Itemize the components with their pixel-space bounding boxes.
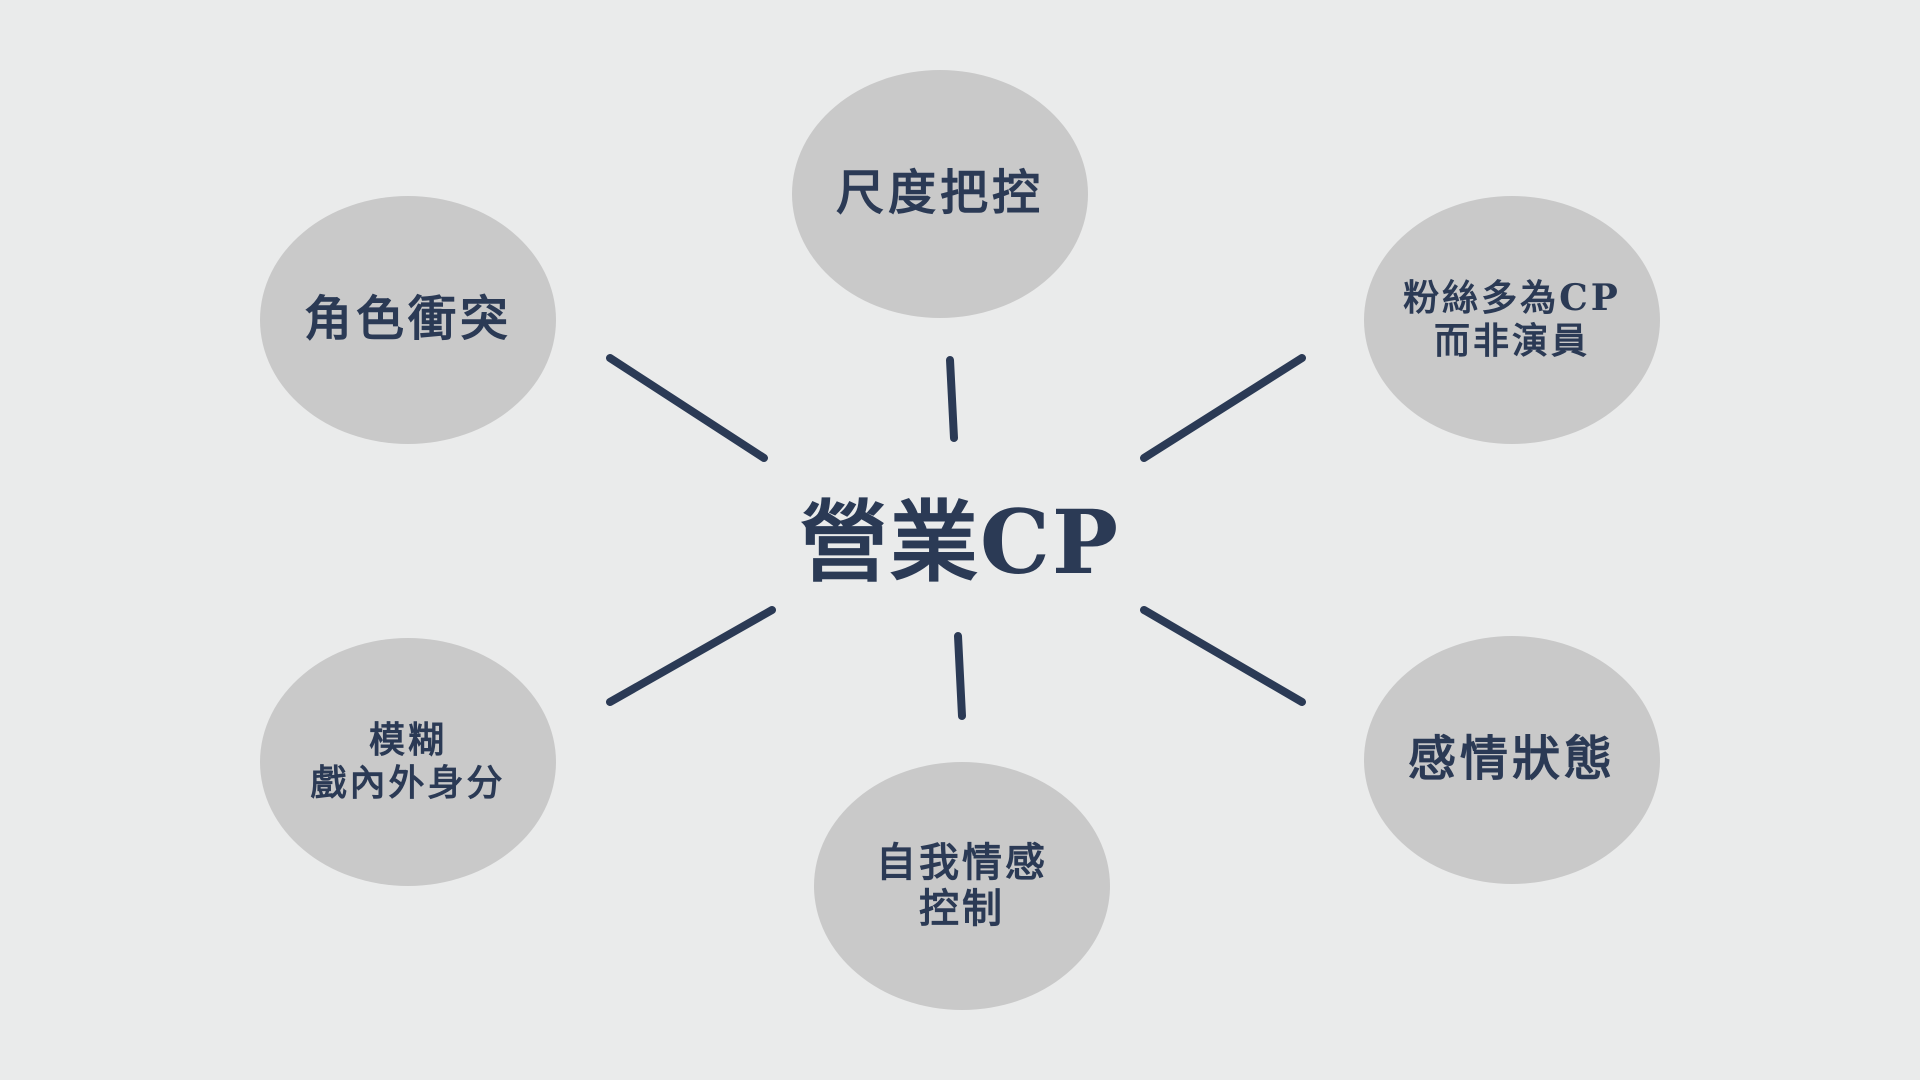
node-bottom: 自我情感 控制 <box>814 762 1110 1010</box>
node-lower-right-label: 感情狀態 <box>1407 731 1616 788</box>
connector-top <box>946 356 958 442</box>
node-top-label: 尺度把控 <box>835 165 1044 222</box>
connector-upper-right <box>1140 354 1306 462</box>
node-bottom-label: 自我情感 控制 <box>876 839 1048 932</box>
node-upper-right: 粉絲多為CP 而非演員 <box>1364 196 1660 444</box>
connector-bottom <box>954 632 966 720</box>
connector-upper-left <box>606 354 768 462</box>
node-upper-left: 角色衝突 <box>260 196 556 444</box>
node-lower-right: 感情狀態 <box>1364 636 1660 884</box>
node-top: 尺度把控 <box>792 70 1088 318</box>
center-title: 營業CP <box>799 489 1121 594</box>
connector-lower-right <box>1140 606 1306 706</box>
node-upper-right-label: 粉絲多為CP 而非演員 <box>1403 276 1621 362</box>
node-upper-left-label: 角色衝突 <box>303 291 512 348</box>
connector-lower-left <box>606 606 776 706</box>
node-lower-left-label: 模糊 戲內外身分 <box>310 718 506 804</box>
node-lower-left: 模糊 戲內外身分 <box>260 638 556 886</box>
